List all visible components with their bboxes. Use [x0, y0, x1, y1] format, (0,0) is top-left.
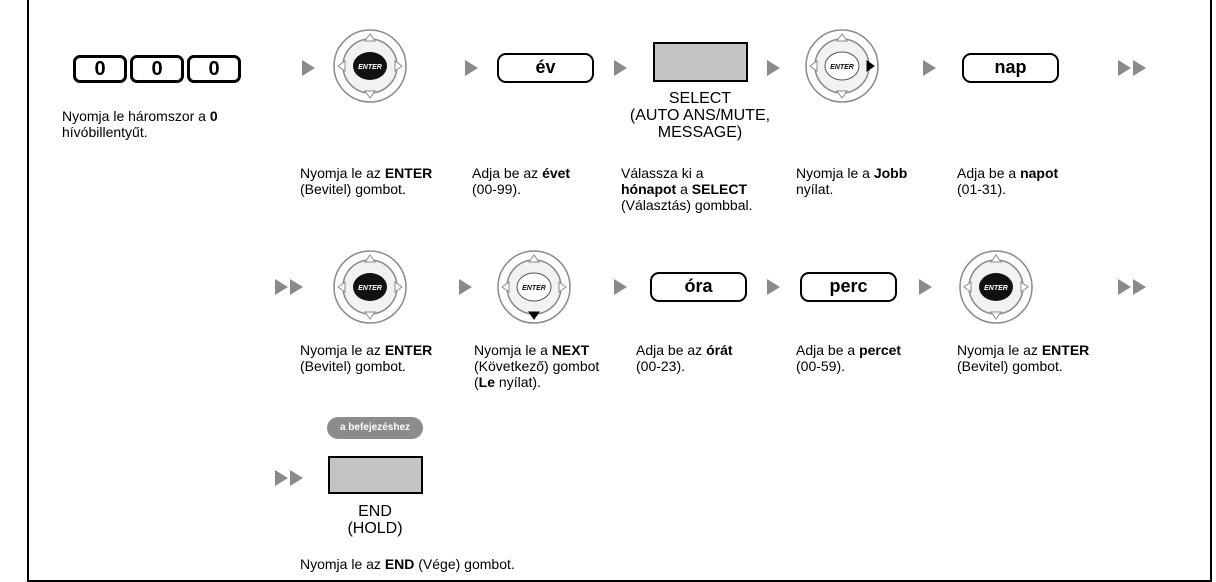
key-ora: óra: [650, 272, 747, 302]
continue-arrow-icon: [1133, 279, 1146, 295]
caption-enter: Nyomja le az ENTER(Bevitel) gombot.: [957, 342, 1090, 374]
svg-text:ENTER: ENTER: [984, 285, 1008, 292]
continue-arrow-icon: [275, 470, 288, 486]
key-perc: perc: [800, 272, 897, 302]
continue-arrow-icon: [1133, 60, 1146, 76]
end-button: [328, 456, 423, 494]
step-arrow-icon: [923, 60, 936, 76]
continue-arrow-icon: [290, 279, 303, 295]
digit-key-0: 0: [187, 55, 241, 83]
pill-finish-label: a befejezéshez: [327, 417, 423, 439]
nav-key-down-icon: ENTER: [497, 250, 571, 324]
nav-key-enter-icon: ENTER: [959, 250, 1033, 324]
end-label: END(HOLD): [347, 503, 403, 537]
continue-arrow-icon: [275, 279, 288, 295]
procedure-frame: [27, 0, 1212, 582]
select-button: [653, 42, 748, 82]
step-arrow-icon: [459, 279, 472, 295]
continue-arrow-icon: [290, 470, 303, 486]
step-arrow-icon: [465, 60, 478, 76]
svg-text:ENTER: ENTER: [830, 64, 854, 71]
nav-key-right-icon: ENTER: [805, 29, 879, 103]
svg-text:ENTER: ENTER: [522, 285, 546, 292]
nav-key-enter-icon: ENTER: [333, 250, 407, 324]
caption-enter: Nyomja le az ENTER(Bevitel) gombot.: [300, 165, 433, 197]
key-nap: nap: [962, 53, 1059, 83]
nav-key-enter-icon: ENTER: [333, 29, 407, 103]
digit-key-0: 0: [130, 55, 184, 83]
caption-enter: Nyomja le az ENTER(Bevitel) gombot.: [300, 342, 433, 374]
caption-end: Nyomja le az END (Vége) gombot.: [300, 556, 515, 572]
svg-text:ENTER: ENTER: [358, 64, 382, 71]
step-arrow-icon: [767, 279, 780, 295]
digit-key-0: 0: [73, 55, 127, 83]
caption-ev: Adja be az évet(00-99).: [472, 165, 571, 197]
svg-text:ENTER: ENTER: [358, 285, 382, 292]
caption-perc: Adja be a percet(00-59).: [796, 342, 902, 374]
step-arrow-icon: [919, 279, 932, 295]
caption-nap: Adja be a napot(01-31).: [957, 165, 1059, 197]
key-ev: év: [497, 53, 594, 83]
select-label: SELECT(AUTO ANS/MUTE,MESSAGE): [629, 90, 771, 141]
step-arrow-icon: [614, 279, 627, 295]
step-arrow-icon: [614, 60, 627, 76]
caption-next: Nyomja le a NEXT(Következő) gombot(Le ny…: [474, 342, 600, 390]
caption-ora: Adja be az órát(00-23).: [636, 342, 733, 374]
step-arrow-icon: [767, 60, 780, 76]
continue-arrow-icon: [1118, 279, 1131, 295]
step-arrow-icon: [302, 60, 315, 76]
continue-arrow-icon: [1118, 60, 1131, 76]
